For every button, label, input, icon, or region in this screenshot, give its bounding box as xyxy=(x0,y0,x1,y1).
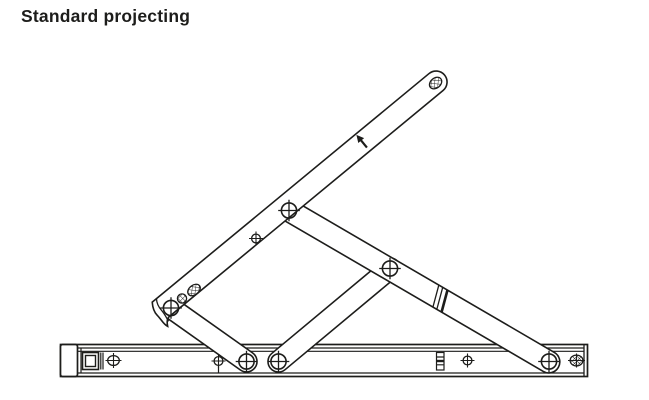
slider-block xyxy=(80,348,104,373)
sash-arm-body xyxy=(151,70,448,328)
fixing-hole-sash-lower xyxy=(176,283,201,304)
sash-arm xyxy=(151,70,448,328)
fixing-hole-sash-small xyxy=(176,293,188,304)
track-screw-hole-mid xyxy=(210,353,227,373)
diagram-title: Standard projecting xyxy=(21,6,191,26)
direction-arrow xyxy=(356,134,368,149)
track-screw-hole-left xyxy=(105,353,122,368)
track-inner-rails xyxy=(77,347,584,374)
track xyxy=(59,343,589,378)
track-fixing-hole-end xyxy=(568,353,585,368)
track-body xyxy=(59,343,589,378)
break-edge-inner xyxy=(155,298,170,322)
break-marks xyxy=(432,284,449,313)
track-end-cap xyxy=(59,343,79,378)
fixing-hole-top xyxy=(428,76,443,90)
friction-slider-stop xyxy=(435,351,445,371)
